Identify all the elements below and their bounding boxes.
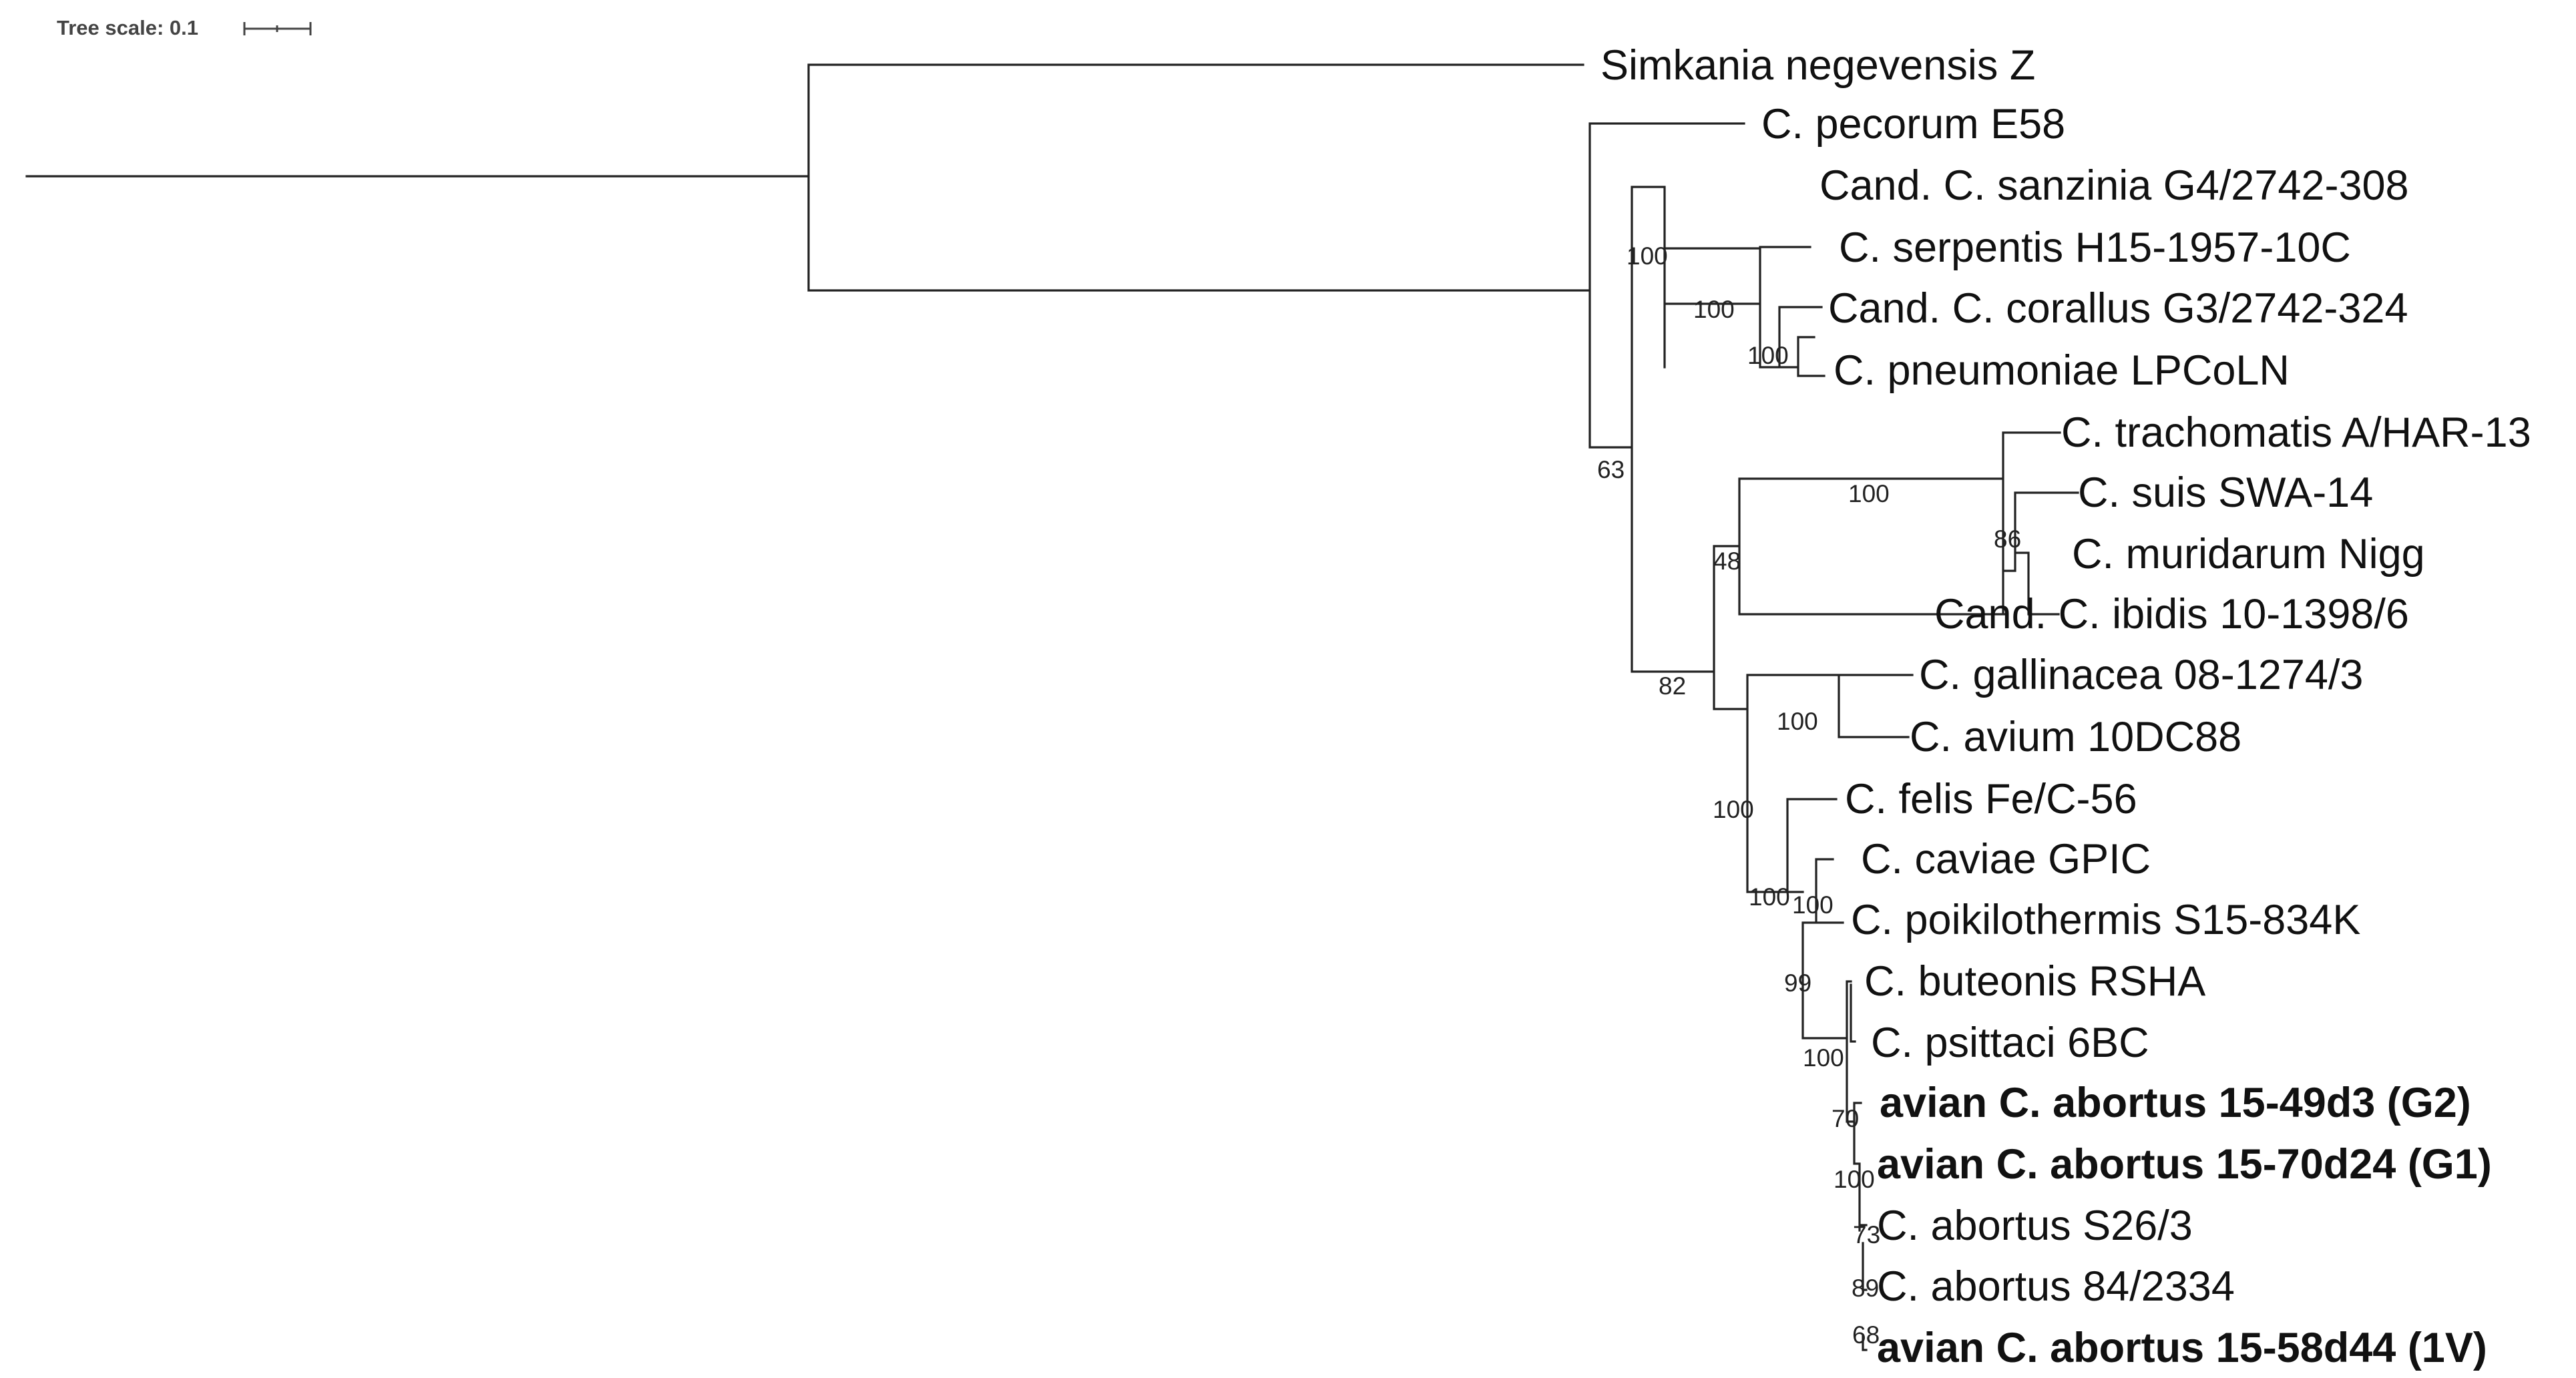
leaf-label-muridarum: C. muridarum Nigg [2072,531,2425,578]
leaf-label-corallus: Cand. C. corallus G3/2742-324 [1828,285,2408,332]
leaf-label-poikilothermis: C. poikilothermis S15-834K [1851,897,2360,943]
leaf-label-pecorum: C. pecorum E58 [1761,101,2065,148]
support-value: 100 [1749,883,1790,911]
tree-scale-label: Tree scale: 0.1 [57,16,198,39]
support-value: 100 [1693,296,1735,323]
support-value: 100 [1848,480,1890,507]
support-value: 100 [1803,1044,1844,1072]
leaf-label-simkania: Simkania negevensis Z [1600,42,2035,89]
support-value: 48 [1713,547,1741,575]
support-value: 99 [1784,969,1811,997]
leaf-label-felis: C. felis Fe/C-56 [1845,776,2137,823]
support-value: 82 [1659,672,1686,700]
leaf-label-trachomatis: C. trachomatis A/HAR-13 [2061,409,2531,456]
support-value: 100 [1834,1166,1875,1193]
leaf-label-suis: C. suis SWA-14 [2078,469,2373,516]
tree-branches [25,63,2079,1351]
leaf-label-abortus-84: C. abortus 84/2334 [1877,1263,2235,1310]
support-value: 86 [1994,525,2021,553]
leaf-label-serpentis: C. serpentis H15-1957-10C [1839,224,2351,271]
support-value: 100 [1777,708,1818,735]
leaf-label-ibidis: Cand. C. ibidis 10-1398/6 [1934,591,2409,638]
leaf-label-sanzinia: Cand. C. sanzinia G4/2742-308 [1819,162,2409,209]
leaf-label-avium: C. avium 10DC88 [1910,714,2241,760]
leaf-label-pneumoniae: C. pneumoniae LPCoLN [1834,347,2290,394]
support-value: 73 [1853,1221,1880,1248]
support-value: 70 [1832,1105,1859,1132]
leaf-label-abortus-g2: avian C. abortus 15-49d3 (G2) [1880,1080,2471,1126]
leaf-label-buteonis: C. buteonis RSHA [1864,958,2205,1005]
support-value: 100 [1747,342,1789,369]
leaf-label-abortus-s26: C. abortus S26/3 [1877,1202,2193,1249]
support-value: 100 [1792,891,1834,919]
leaf-label-abortus-g1: avian C. abortus 15-70d24 (G1) [1877,1141,2492,1188]
leaf-label-psittaci: C. psittaci 6BC [1871,1019,2149,1066]
leaf-label-gallinacea: C. gallinacea 08-1274/3 [1919,652,2363,698]
support-value: 63 [1597,456,1625,483]
leaf-label-caviae: C. caviae GPIC [1861,836,2151,883]
support-value: 89 [1852,1275,1879,1302]
support-value: 68 [1852,1321,1880,1349]
support-value: 100 [1627,242,1668,270]
leaf-label-abortus-1v: avian C. abortus 15-58d44 (1V) [1877,1325,2487,1371]
tree-scale-bar [243,22,312,35]
support-value: 100 [1713,796,1754,823]
